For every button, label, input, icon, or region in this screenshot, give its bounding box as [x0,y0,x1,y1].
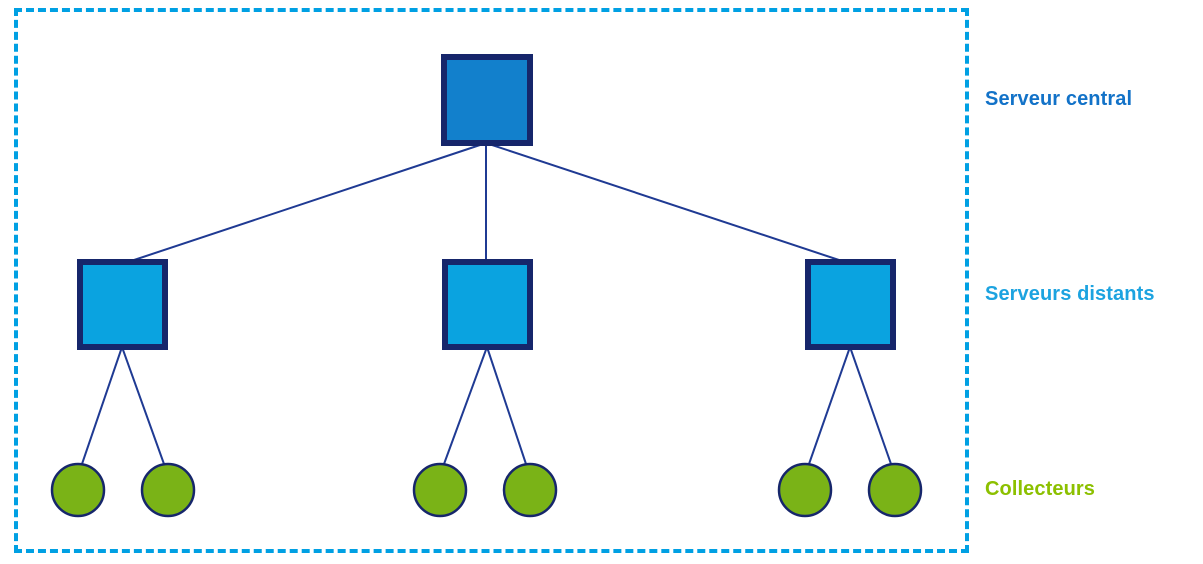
edge-remote-server-3-to-collector-6 [849,346,892,465]
diagram-boundary-dashed [14,8,969,553]
edges-layer [81,142,892,465]
edge-remote-server-1-to-collector-1 [81,346,123,465]
legend-label-serveur-central: Serveur central [985,88,1133,110]
node-central-server[interactable] [441,54,533,146]
edge-remote-server-2-to-collector-4 [486,346,527,465]
node-remote-server-2[interactable] [442,259,533,350]
edge-central-server-to-remote-server-3 [485,142,846,263]
node-collector-6[interactable] [867,462,923,518]
legend-label-collecteurs: Collecteurs [985,478,1096,500]
node-collector-2[interactable] [140,462,196,518]
node-collector-3[interactable] [412,462,468,518]
legend-label-serveurs-distants: Serveurs distants [985,283,1155,305]
node-remote-server-3[interactable] [805,259,896,350]
edge-remote-server-2-to-collector-3 [443,346,488,465]
edge-remote-server-1-to-collector-2 [121,346,165,465]
edge-remote-server-3-to-collector-5 [808,346,851,465]
node-remote-server-1[interactable] [77,259,168,350]
nodes-layer [50,54,923,518]
node-collector-4[interactable] [502,462,558,518]
node-collector-5[interactable] [777,462,833,518]
edge-central-server-to-remote-server-1 [127,142,487,263]
node-collector-1[interactable] [50,462,106,518]
